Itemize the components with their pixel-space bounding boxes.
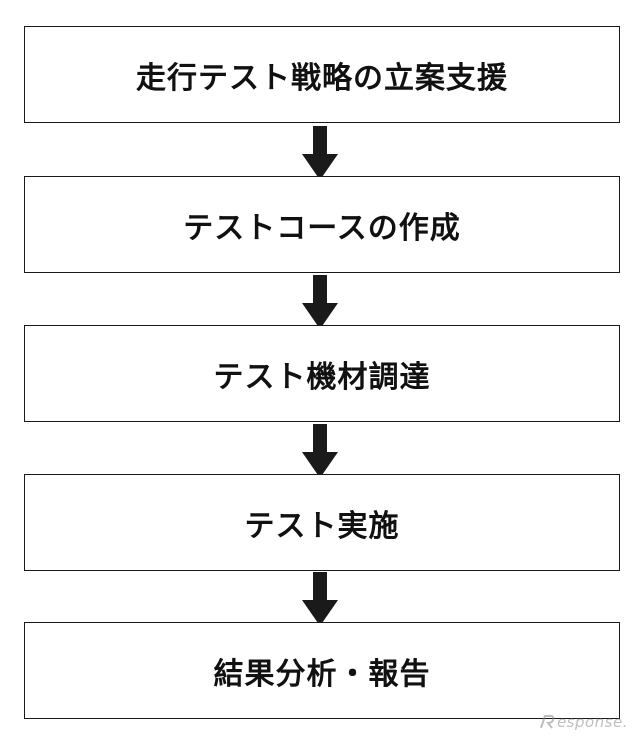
step-label: テスト実施 xyxy=(244,508,400,544)
down-arrow-icon xyxy=(302,126,338,180)
step-box-course: テストコースの作成 xyxy=(24,176,620,273)
step-box-equipment: テスト機材調達 xyxy=(24,325,620,422)
step-label: 結果分析・報告 xyxy=(213,656,431,692)
response-logo-icon xyxy=(539,715,555,729)
watermark-text: esponse. xyxy=(556,713,628,731)
down-arrow-icon xyxy=(302,275,338,329)
step-box-analysis: 結果分析・報告 xyxy=(24,622,620,719)
down-arrow-icon xyxy=(302,424,338,478)
step-box-execution: テスト実施 xyxy=(24,474,620,571)
step-label: テスト機材調達 xyxy=(213,359,431,395)
step-label: テストコースの作成 xyxy=(183,210,461,246)
response-watermark: esponse. xyxy=(539,713,628,731)
step-label: 走行テスト戦略の立案支援 xyxy=(136,60,508,96)
down-arrow-icon xyxy=(302,572,338,626)
step-box-strategy: 走行テスト戦略の立案支援 xyxy=(24,26,620,123)
